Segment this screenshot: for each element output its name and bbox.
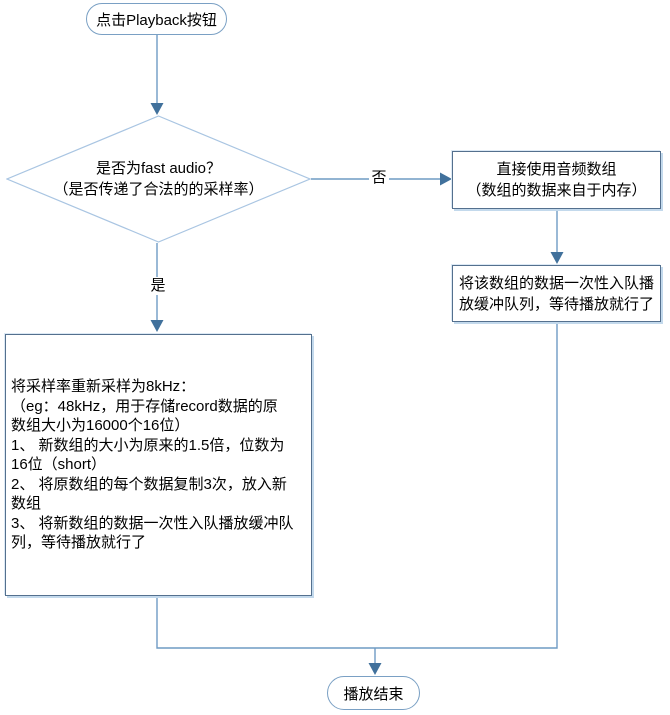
resample-line-5: 16位（short） [11, 456, 107, 474]
decision-line-1: 是否为fast audio？ [95, 160, 222, 177]
resample-line-7: 数组 [11, 495, 42, 513]
connector-merge-to-end [156, 322, 558, 664]
process-direct-use: 直接使用音频数组 （数组的数据来自于内存） [452, 151, 661, 209]
resample-line-6: 2、 将原数组的每个数据复制3次，放入新 [11, 475, 287, 493]
process-enqueue: 将该数组的数据一次性入队播 放缓冲队列，等待播放就行了 [452, 265, 661, 322]
decision-diamond: 是否为fast audio？ （是否传递了合法的的采样率） [6, 115, 311, 243]
direct-use-line-1: 直接使用音频数组 [496, 161, 617, 178]
start-label: 点击Playback按钮 [96, 11, 217, 29]
edge-label-no: 否 [369, 169, 389, 187]
arrowhead-into-direct-use [440, 172, 452, 186]
arrowhead-into-decision [150, 103, 164, 115]
end-terminator: 播放结束 [327, 676, 420, 710]
resample-line-3: 数组大小为16000个16位） [11, 417, 190, 435]
resample-line-1: 将采样率重新采样为8kHz： [11, 378, 196, 396]
enqueue-line-2: 放缓冲队列，等待播放就行了 [459, 295, 655, 313]
start-terminator: 点击Playback按钮 [86, 3, 227, 35]
end-label: 播放结束 [343, 685, 404, 703]
resample-line-8: 3、 将新数组的数据一次性入队播放缓冲队 [11, 514, 294, 532]
decision-line-2: （是否传递了合法的的采样率） [53, 181, 264, 198]
decision-text: 是否为fast audio？ （是否传递了合法的的采样率） [6, 115, 311, 243]
enqueue-line-1: 将该数组的数据一次性入队播 [459, 274, 655, 292]
direct-use-line-2: （数组的数据来自于内存） [466, 182, 647, 199]
process-resample: 将采样率重新采样为8kHz： （eg：48kHz，用于存储record数据的原 … [5, 334, 312, 596]
arrowhead-into-resample [150, 320, 164, 332]
resample-line-9: 列，等待播放就行了 [11, 534, 147, 552]
edge-label-yes: 是 [148, 277, 168, 295]
resample-line-2: （eg：48kHz，用于存储record数据的原 [11, 397, 278, 415]
arrowhead-into-enqueue [550, 252, 564, 264]
resample-line-4: 1、 新数组的大小为原来的1.5倍，位数为 [11, 436, 285, 454]
arrowhead-into-end [368, 663, 382, 675]
diamond-shape [6, 115, 311, 243]
